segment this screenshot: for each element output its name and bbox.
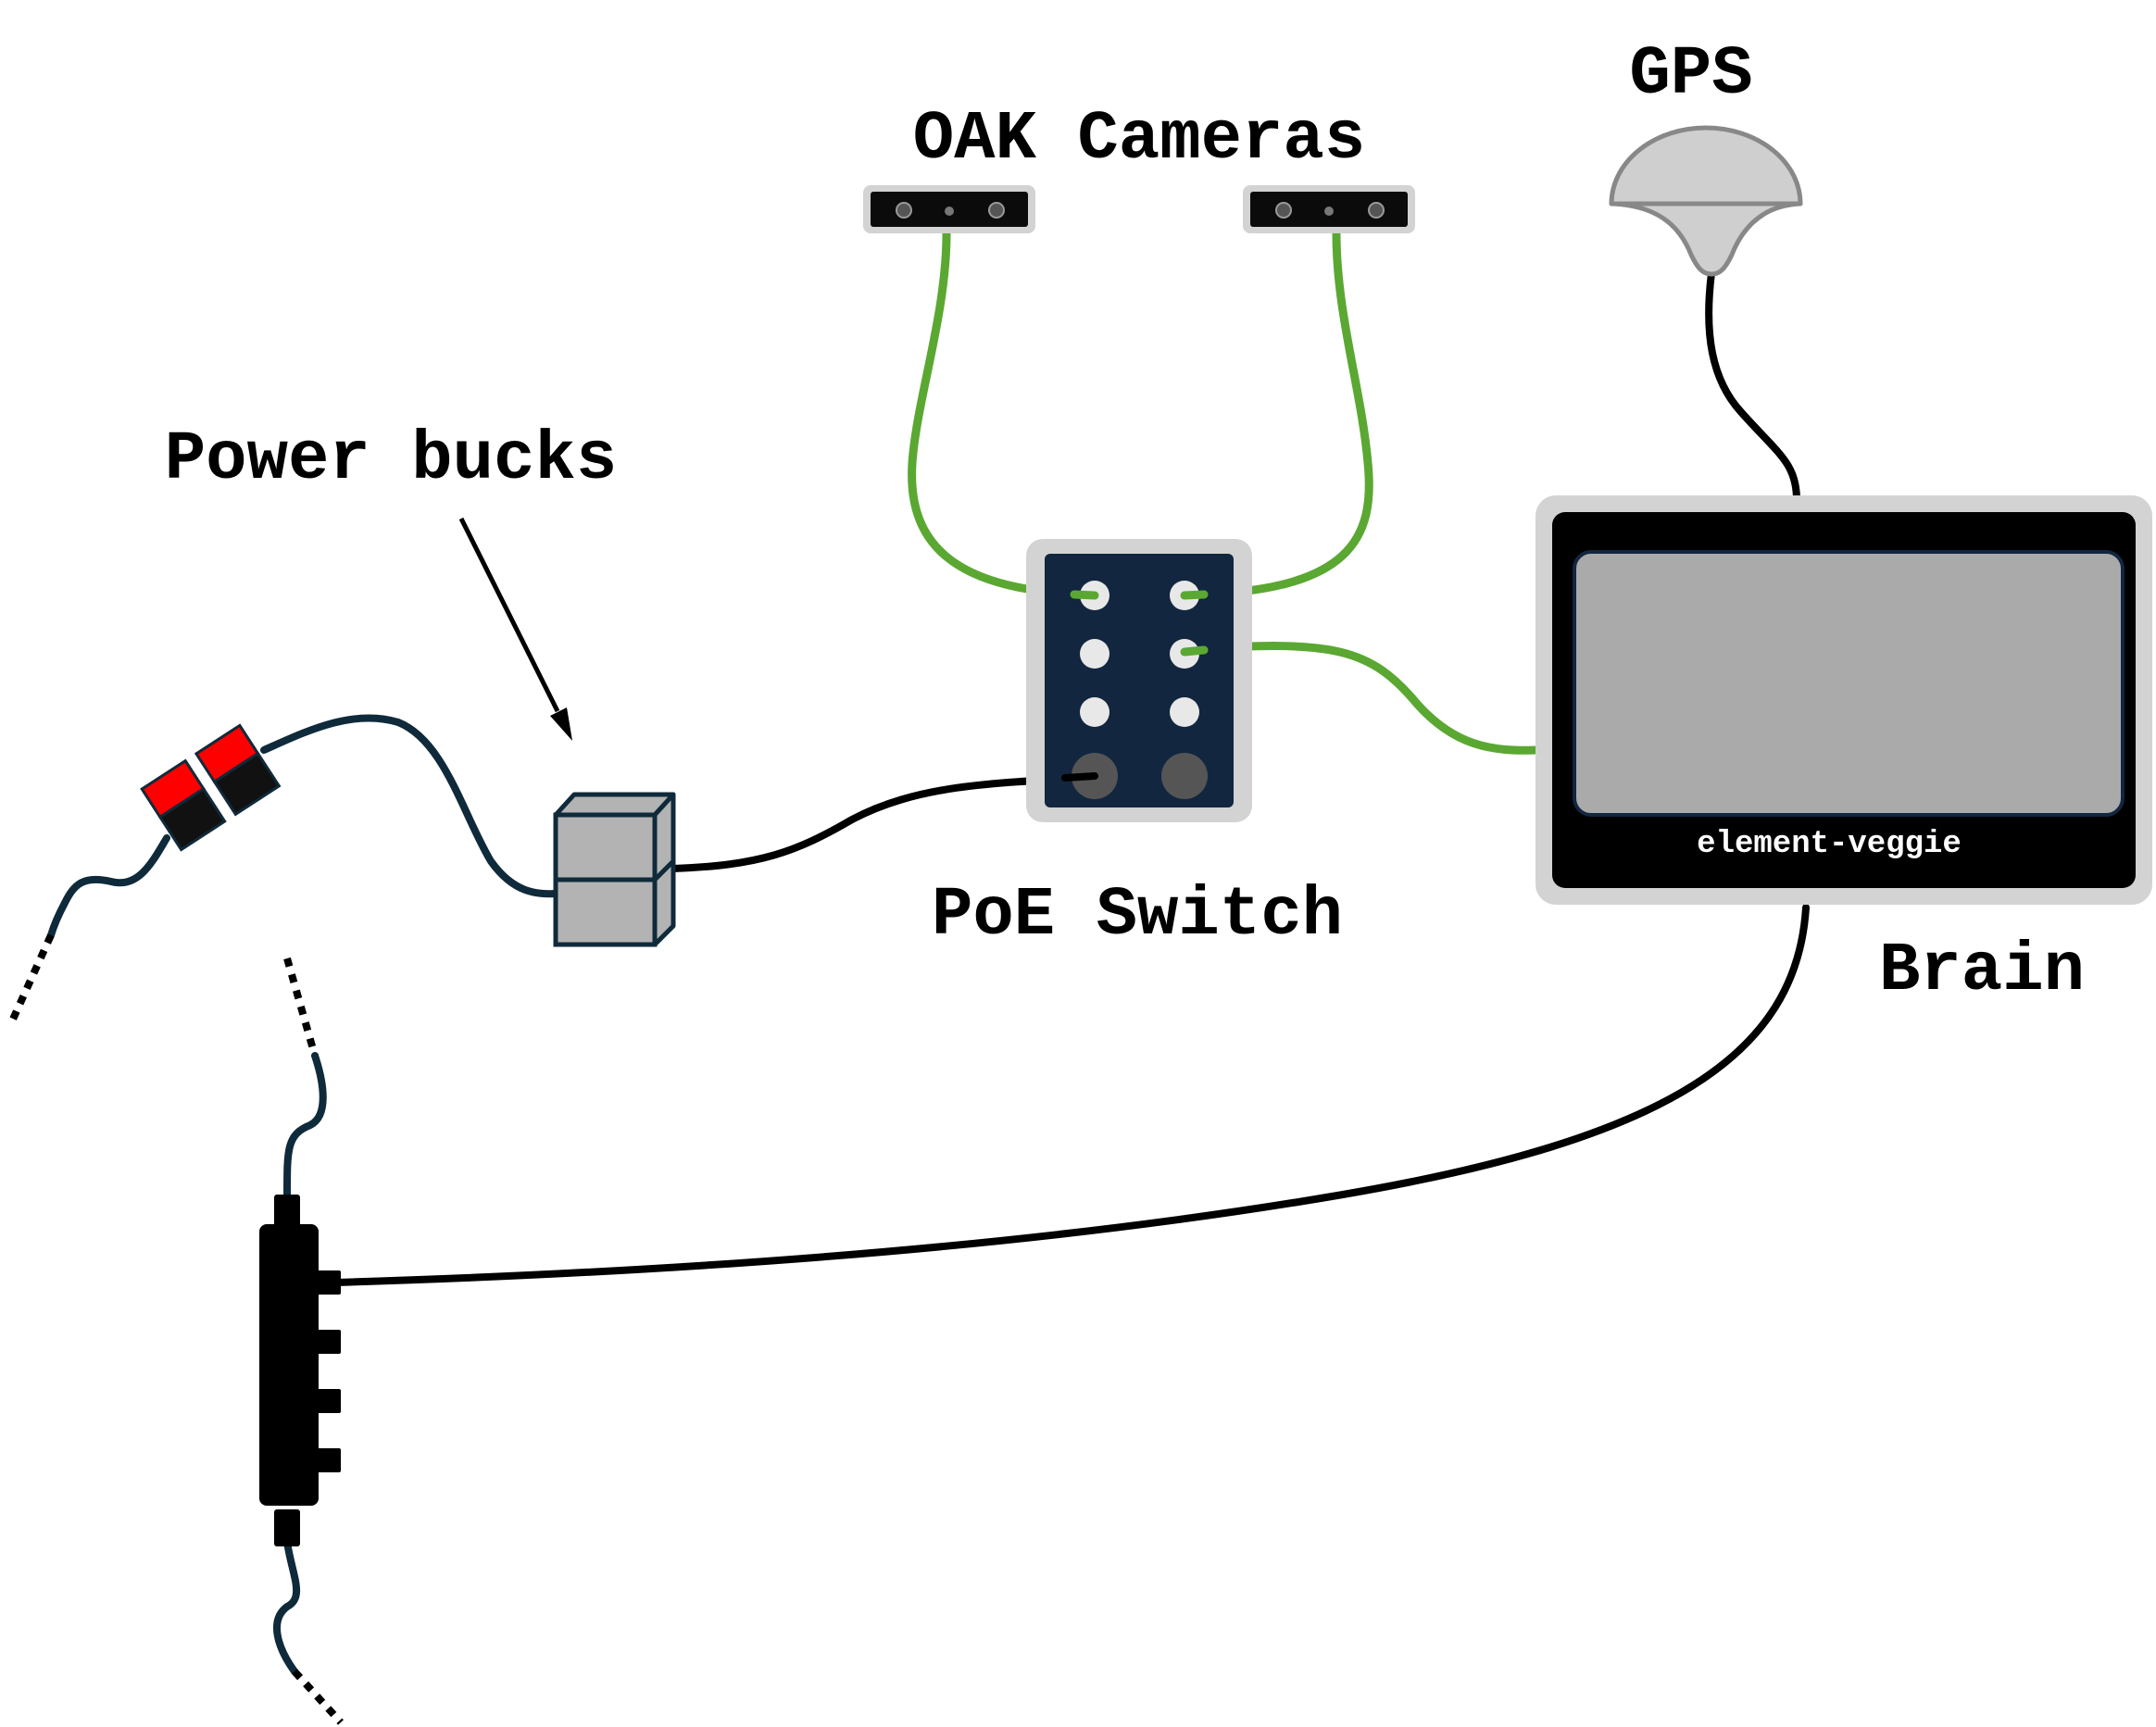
connector-input-lead xyxy=(47,834,170,939)
brain-ethernet-cable xyxy=(1183,642,1542,755)
switch-port xyxy=(1080,697,1109,727)
power-buck-icon xyxy=(553,792,676,947)
distribution-bottom-lead-dotted xyxy=(292,1669,344,1725)
gps-cable xyxy=(1705,269,1800,504)
connector-to-buck-cable xyxy=(260,714,561,898)
switch-power-port xyxy=(1161,753,1208,799)
power-bucks-arrow xyxy=(458,517,560,713)
oak-cameras-label: OAK Cameras xyxy=(913,101,1365,179)
brain-computer-icon: element-veggie xyxy=(1536,495,2152,905)
oak-camera-icon xyxy=(1243,185,1415,233)
brain-label: Brain xyxy=(1879,932,2085,1010)
brain-to-distribution-cable xyxy=(330,904,1810,1286)
camera-2-ethernet-cable xyxy=(1183,229,1373,599)
buck-to-switch-power-cable xyxy=(668,774,1097,872)
gps-antenna-icon xyxy=(1609,125,1803,277)
distribution-top-lead xyxy=(283,1052,327,1198)
brain-screen xyxy=(1573,550,2125,817)
power-connector-icon xyxy=(140,723,282,852)
power-distribution-block-icon xyxy=(259,1195,341,1546)
power-bucks-arrowhead xyxy=(550,707,572,741)
connector-input-lead-dotted xyxy=(7,933,55,1025)
poe-switch-icon xyxy=(1026,539,1252,822)
power-bucks-label: Power bucks xyxy=(165,421,617,499)
camera-1-ethernet-cable xyxy=(908,229,1099,599)
distribution-top-lead-dotted xyxy=(283,957,319,1057)
distribution-bottom-lead xyxy=(273,1538,301,1675)
switch-port xyxy=(1170,697,1199,727)
poe-switch-label: PoE Switch xyxy=(932,877,1343,955)
oak-camera-icon xyxy=(863,185,1035,233)
brain-screen-text: element-veggie xyxy=(1697,827,1962,862)
gps-label: GPS xyxy=(1629,36,1752,114)
switch-port xyxy=(1080,639,1109,669)
